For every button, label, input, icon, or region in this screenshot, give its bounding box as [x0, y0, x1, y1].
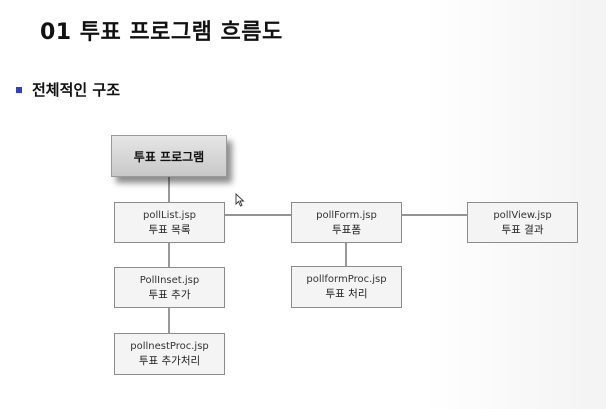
- bullet-square-icon: [16, 87, 22, 93]
- node-file-name: PollInset.jsp: [139, 274, 200, 286]
- node-file-name: pollnestProc.jsp: [130, 341, 209, 352]
- node-pollformproc: pollformProc.jsp 투표 처리: [291, 266, 402, 308]
- node-pollview: pollView.jsp 투표 결과: [467, 202, 578, 243]
- root-node-voting-program: 투표 프로그램: [111, 135, 227, 177]
- node-label: 투표 추가: [148, 288, 191, 301]
- node-pollform: pollForm.jsp 투표폼: [291, 202, 402, 243]
- node-file-name: pollView.jsp: [493, 209, 552, 221]
- node-label: 투표폼: [332, 223, 361, 236]
- slide-title: 01 투표 프로그램 흐름도: [40, 20, 283, 45]
- node-label: 투표 목록: [148, 223, 191, 236]
- node-pollinsert: PollInset.jsp 투표 추가: [114, 267, 225, 308]
- node-file-name: pollList.jsp: [142, 209, 197, 221]
- node-label: 투표 결과: [501, 223, 544, 236]
- node-file-name: pollForm.jsp: [316, 209, 377, 221]
- mouse-cursor-icon: [235, 193, 245, 207]
- section-heading: 전체적인 구조: [32, 81, 121, 99]
- node-file-name: pollformProc.jsp: [306, 274, 387, 285]
- node-polllist: pollList.jsp 투표 목록: [114, 202, 225, 243]
- node-label: 투표 처리: [325, 288, 368, 300]
- node-pollinsertproc: pollnestProc.jsp 투표 추가처리: [114, 333, 225, 375]
- node-label: 투표 추가처리: [138, 355, 201, 367]
